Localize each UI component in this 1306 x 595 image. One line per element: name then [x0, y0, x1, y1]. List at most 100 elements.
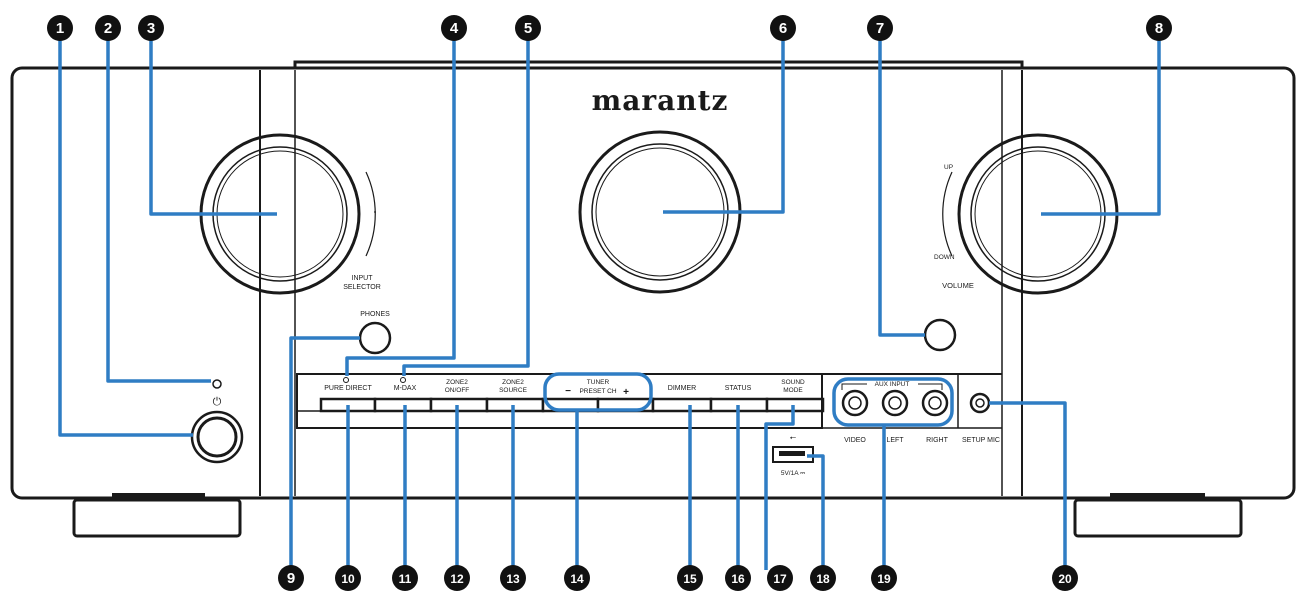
zone2-onoff-button[interactable] — [429, 397, 489, 413]
callout-number: 7 — [876, 20, 884, 37]
callout-number: 14 — [570, 572, 584, 586]
volume-up-label: UP — [944, 164, 953, 171]
zone2-onoff-label-2: ON/OFF — [445, 387, 470, 394]
callout-4: 4 — [441, 15, 467, 41]
callout-number: 12 — [450, 572, 464, 586]
aux-video-jack[interactable] — [841, 389, 869, 417]
tuner-label-1: TUNER — [587, 379, 610, 386]
callout-6: 6 — [770, 15, 796, 41]
leader-9 — [289, 336, 360, 570]
input-selector-label-1: INPUT — [352, 275, 374, 282]
callout-number: 3 — [147, 20, 155, 37]
aux-left-jack[interactable] — [881, 389, 909, 417]
usb-icon: ⭠ — [790, 433, 797, 442]
callout-13: 13 — [500, 565, 526, 591]
leader-2 — [106, 40, 211, 383]
m-dax-indicator — [400, 377, 406, 383]
tuner-plus-icon: + — [623, 387, 629, 398]
leader-18 — [807, 454, 825, 570]
aux-panel — [821, 374, 959, 428]
pure-direct-label: PURE DIRECT — [324, 385, 372, 392]
callout-17: 17 — [767, 565, 793, 591]
callout-2: 2 — [95, 15, 121, 41]
chassis — [10, 60, 1296, 500]
callout-number: 2 — [104, 20, 112, 37]
sound-mode-button[interactable] — [765, 397, 825, 413]
leader-7 — [878, 40, 925, 337]
power-symbol-icon: ⏻ — [213, 396, 222, 408]
phones-label: PHONES — [360, 311, 390, 318]
callout-number: 19 — [877, 572, 891, 586]
callout-11: 11 — [392, 565, 418, 591]
dimmer-label: DIMMER — [668, 385, 696, 392]
power-button[interactable] — [190, 410, 244, 464]
leader-5 — [402, 40, 530, 376]
callout-9: 9 — [278, 565, 304, 591]
callout-number: 13 — [506, 572, 520, 586]
callout-number: 6 — [779, 20, 787, 37]
leader-14-highlight — [543, 372, 653, 412]
zone2-source-button[interactable] — [485, 397, 545, 413]
leader-4 — [345, 40, 456, 376]
callout-8: 8 — [1146, 15, 1172, 41]
callout-number: 8 — [1155, 20, 1163, 37]
aux-right-jack[interactable] — [921, 389, 949, 417]
leader-lines — [58, 40, 1161, 570]
remote-sensor — [923, 318, 957, 352]
tuner-minus-icon: − — [565, 386, 571, 397]
zone2-source-label-2: SOURCE — [499, 387, 527, 394]
setup-mic-jack[interactable] — [969, 392, 991, 414]
leader-19-highlight — [832, 377, 954, 427]
callout-20: 20 — [1052, 565, 1078, 591]
callout-number: 10 — [341, 572, 355, 586]
chassis-outline — [10, 66, 1296, 500]
m-dax-label: M-DAX — [394, 385, 417, 392]
aux-input-label: AUX INPUT — [875, 381, 910, 388]
dimmer-button[interactable] — [651, 397, 713, 413]
callout-5: 5 — [515, 15, 541, 41]
setup-mic-label: SETUP MIC — [962, 437, 1000, 444]
callout-number: 18 — [816, 572, 830, 586]
usb-rating-label: 5V/1A ⎓ — [781, 470, 805, 477]
callout-number: 17 — [773, 572, 787, 586]
callout-16: 16 — [725, 565, 751, 591]
volume-down-label: DOWN — [934, 254, 955, 261]
volume-label: VOLUME — [942, 281, 974, 290]
brand-logo: marantz — [592, 84, 729, 117]
callout-10: 10 — [335, 565, 361, 591]
m-dax-button[interactable] — [373, 397, 433, 413]
power-indicator — [212, 379, 222, 389]
pure-direct-indicator — [343, 377, 349, 383]
callout-18: 18 — [810, 565, 836, 591]
callout-number: 11 — [399, 572, 412, 586]
zone2-onoff-label-1: ZONE2 — [446, 379, 468, 386]
right-foot — [1073, 498, 1243, 538]
leader-20 — [989, 401, 1067, 570]
input-selector-label-2: SELECTOR — [343, 284, 381, 291]
tuner-label-2: PRESET CH — [579, 388, 616, 395]
left-label: LEFT — [886, 437, 904, 444]
callout-19: 19 — [871, 565, 897, 591]
callout-number: 16 — [731, 572, 745, 586]
callout-number: 5 — [524, 20, 532, 37]
video-label: VIDEO — [844, 437, 866, 444]
callout-3: 3 — [138, 15, 164, 41]
top-lip — [293, 60, 1024, 68]
callout-number: 4 — [450, 20, 459, 37]
callout-number: 1 — [56, 20, 64, 37]
callout-number: 20 — [1058, 572, 1072, 586]
callout-number: 9 — [287, 570, 295, 587]
leader-8 — [1041, 40, 1161, 216]
leader-1 — [58, 40, 193, 437]
status-label: STATUS — [725, 385, 752, 392]
right-label: RIGHT — [926, 437, 949, 444]
left-foot — [72, 498, 242, 538]
callout-15: 15 — [677, 565, 703, 591]
callout-14: 14 — [564, 565, 590, 591]
phones-jack[interactable] — [358, 321, 392, 355]
feet — [72, 493, 1243, 538]
leader-6 — [663, 40, 785, 214]
